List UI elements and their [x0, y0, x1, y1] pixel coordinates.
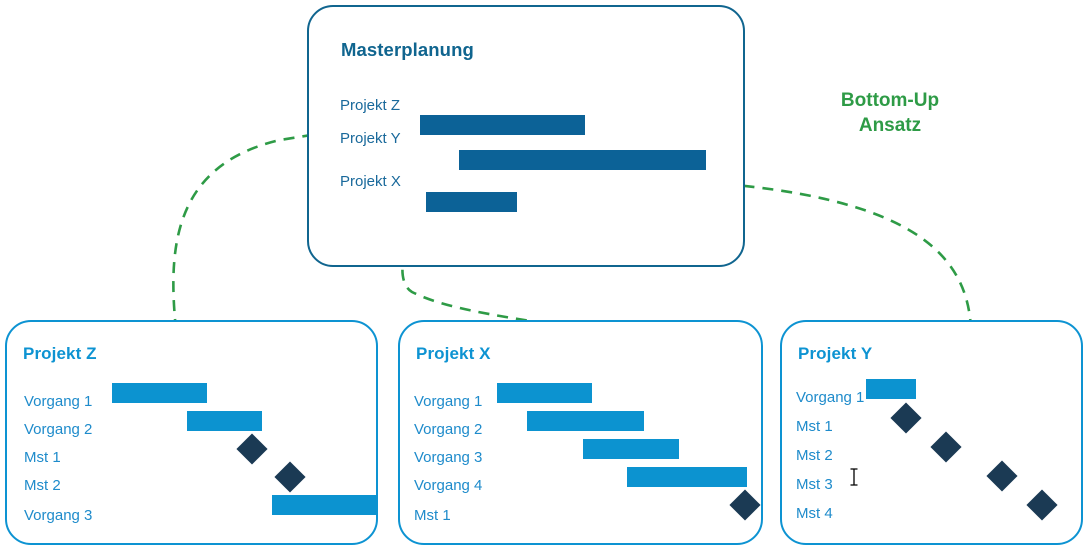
row-label-projekt-y: Projekt Y — [340, 130, 401, 147]
milestone-diamond-mst-1 — [890, 402, 922, 434]
row-label-vorgang-1: Vorgang 1 — [24, 393, 93, 410]
gantt-rows-projekt-z: Vorgang 1 Vorgang 2 Mst 1 Mst 2 Vorgang … — [7, 322, 377, 543]
gantt-bar-vorgang-3 — [272, 495, 377, 515]
panel-title-projekt-x: Projekt X — [416, 344, 491, 363]
row-label-mst-1: Mst 1 — [24, 449, 61, 466]
gantt-rows-projekt-y: Vorgang 1 Mst 1 Mst 2 Mst 3 Mst 4 — [782, 322, 1081, 543]
gantt-rows-masterplanung: Projekt Z Projekt Y Projekt X — [309, 7, 743, 265]
milestone-diamond-mst-1 — [236, 433, 268, 465]
gantt-bar-vorgang-4 — [627, 467, 747, 487]
row-label-projekt-z: Projekt Z — [340, 97, 401, 114]
panel-projekt-z[interactable]: Projekt Z Vorgang 1 Vorgang 2 Mst 1 Mst … — [5, 320, 378, 545]
milestone-diamond-mst-2 — [274, 461, 306, 493]
gantt-rows-projekt-x: Vorgang 1 Vorgang 2 Vorgang 3 Vorgang 4 … — [400, 322, 761, 543]
milestone-diamond-mst-1 — [729, 489, 761, 521]
caption-bottom-up-ansatz: Bottom-Up Ansatz — [790, 88, 990, 138]
row-label-mst-1: Mst 1 — [796, 418, 833, 435]
panel-projekt-x[interactable]: Projekt X Vorgang 1 Vorgang 2 Vorgang 3 … — [398, 320, 763, 545]
row-label-mst-3: Mst 3 — [796, 476, 833, 493]
row-label-mst-4: Mst 4 — [796, 505, 833, 522]
panel-title-masterplanung: Masterplanung — [341, 39, 474, 60]
row-label-projekt-x: Projekt X — [340, 173, 401, 190]
gantt-bar-projekt-z — [420, 115, 585, 135]
panel-title-projekt-y: Projekt Y — [798, 344, 873, 363]
gantt-bar-vorgang-3 — [583, 439, 679, 459]
gantt-bar-projekt-x — [426, 192, 517, 212]
row-label-mst-1: Mst 1 — [414, 507, 451, 524]
gantt-bar-vorgang-1 — [112, 383, 207, 403]
panel-projekt-y[interactable]: Projekt Y Vorgang 1 Mst 1 Mst 2 Mst 3 Ms… — [780, 320, 1083, 545]
row-label-vorgang-3: Vorgang 3 — [414, 449, 483, 466]
row-label-vorgang-1: Vorgang 1 — [796, 389, 865, 406]
row-label-vorgang-2: Vorgang 2 — [414, 421, 483, 438]
panel-masterplanung[interactable]: Masterplanung Projekt Z Projekt Y Projek… — [307, 5, 745, 267]
panel-title-projekt-z: Projekt Z — [23, 344, 97, 363]
row-label-vorgang-3: Vorgang 3 — [24, 507, 93, 524]
caption-line-2: Ansatz — [858, 115, 922, 137]
gantt-bar-vorgang-1 — [866, 379, 916, 399]
gantt-bar-vorgang-2 — [187, 411, 262, 431]
row-label-mst-2: Mst 2 — [796, 447, 833, 464]
row-label-mst-2: Mst 2 — [24, 477, 61, 494]
text-cursor-icon — [850, 468, 858, 486]
milestone-diamond-mst-4 — [1026, 489, 1058, 521]
milestone-diamond-mst-2 — [930, 431, 962, 463]
row-label-vorgang-2: Vorgang 2 — [24, 421, 93, 438]
caption-line-1: Bottom-Up — [840, 90, 940, 111]
gantt-bar-vorgang-1 — [497, 383, 592, 403]
row-label-vorgang-1: Vorgang 1 — [414, 393, 483, 410]
gantt-bar-projekt-y — [459, 150, 706, 170]
row-label-vorgang-4: Vorgang 4 — [414, 477, 483, 494]
milestone-diamond-mst-3 — [986, 460, 1018, 492]
gantt-bar-vorgang-2 — [527, 411, 644, 431]
